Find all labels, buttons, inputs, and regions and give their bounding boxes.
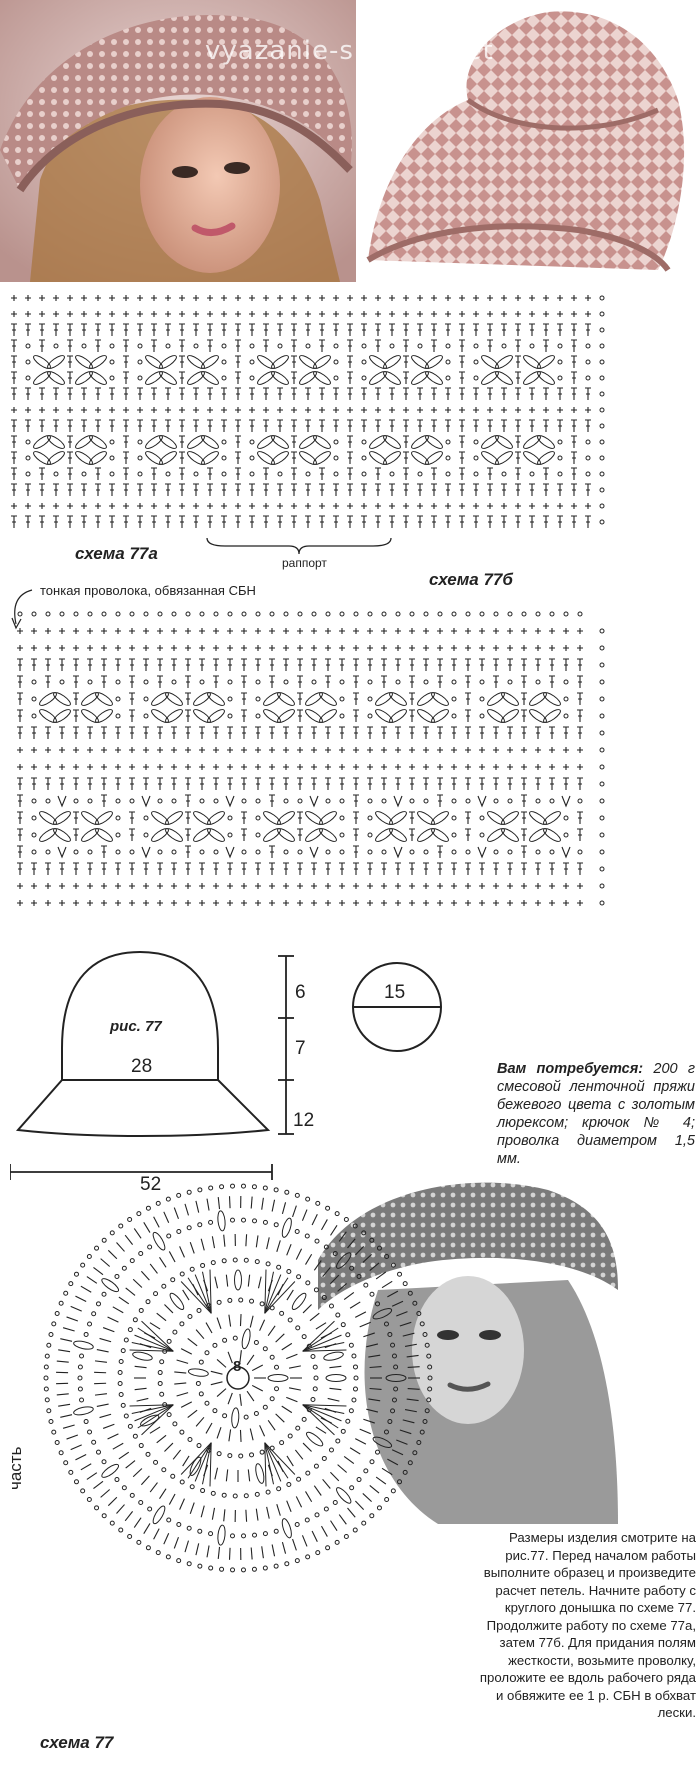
watermark: vyazanie-shapok.net [205, 36, 494, 66]
repeat-label: раппорт [282, 556, 327, 570]
chart-77b-stitches [17, 611, 605, 906]
figure-77-caption: рис. 77 [110, 1018, 162, 1035]
crochet-charts-77a-77b [11, 295, 605, 906]
top-diameter-label: 15 [384, 982, 406, 1003]
wire-label: тонкая проволока, обвязанная СБН [40, 583, 256, 598]
wire-arrow [11, 589, 33, 630]
crown-side-height-label: 7 [295, 1038, 306, 1059]
schema-77b-caption: схема 77б [429, 570, 513, 589]
part-label: часть [6, 1446, 25, 1490]
photo-lace-hat [358, 0, 700, 282]
materials-heading: Вам потребуется: [497, 1061, 644, 1077]
brim-height-label: 12 [293, 1110, 315, 1131]
materials-text: Вам потребуется: 200 г смесовой ленточно… [497, 1060, 695, 1168]
materials-body: 200 г смесовой ленточной пряжи бежевого … [497, 1061, 696, 1167]
schema-77-caption: схема 77 [40, 1733, 114, 1752]
crown-width-label: 28 [131, 1056, 153, 1077]
crown-top-height-label: 6 [295, 982, 306, 1003]
chart-77a-stitches [11, 295, 605, 528]
repeat-brace [206, 537, 392, 555]
photo-woman-in-hat [0, 0, 356, 282]
center-count-label: 8 [233, 1358, 242, 1375]
crochet-chart-77-circle [43, 1183, 433, 1573]
chart-77-stitches [43, 1183, 433, 1573]
brim-width-label: 52 [140, 1174, 162, 1195]
hat-shape-diagram [10, 950, 294, 1180]
schema-77a-caption: схема 77а [75, 544, 158, 563]
instructions-text: Размеры изделия смотрите на рис.77. Пере… [479, 1530, 696, 1720]
top-circle-diagram [352, 962, 442, 1052]
photo-woman-portrait [318, 1180, 618, 1524]
